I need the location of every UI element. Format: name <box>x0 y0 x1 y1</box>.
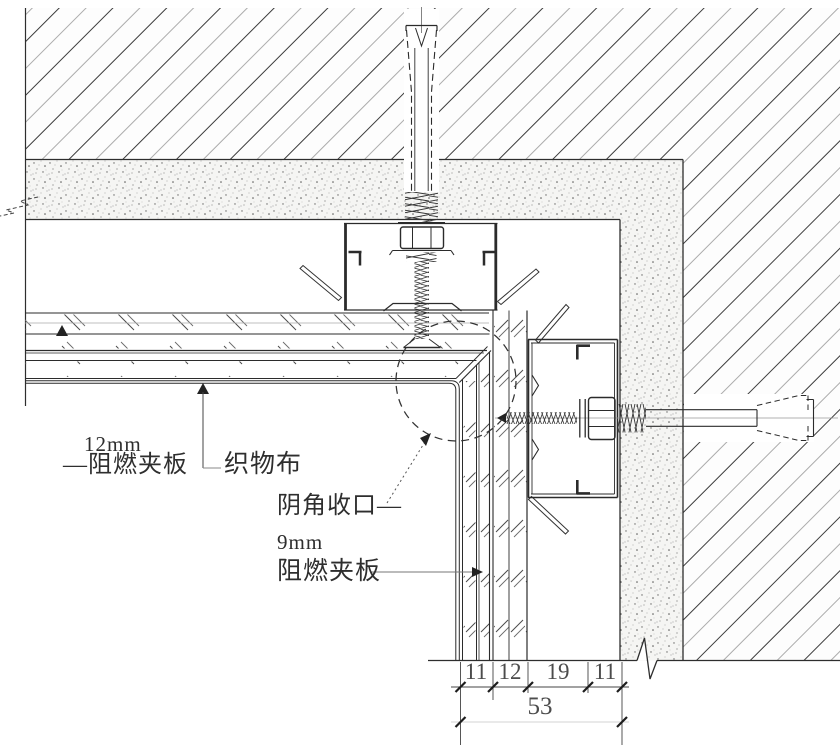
label-board12-size: 12mm <box>84 432 142 456</box>
dimension-chain <box>451 662 629 745</box>
leader-arrow-board9 <box>472 567 483 577</box>
channel-lip-lower <box>531 438 540 461</box>
label-board9-name: 阻燃夹板 <box>277 558 382 585</box>
dimension-ticks <box>454 681 628 728</box>
detail-circle <box>395 320 517 442</box>
dim-total: 53 <box>527 693 553 720</box>
label-board12-name: —阻燃夹板 <box>63 452 188 478</box>
wall-break-symbol <box>636 637 658 680</box>
dim-segment-4: 11 <box>593 659 617 684</box>
bolt-thread <box>617 404 646 433</box>
wall-clip-bottom <box>576 480 590 495</box>
hanger-rod-anchor <box>404 7 439 223</box>
label-fabric: 织物布 <box>224 451 303 478</box>
leaders <box>56 325 483 577</box>
slab-break-symbol <box>0 196 39 217</box>
label-board9-size: 9mm <box>277 530 324 554</box>
leader-arrow-board12 <box>56 325 68 336</box>
channel-clip-right <box>482 250 496 266</box>
wall-clip-top <box>576 344 590 360</box>
leader-arrow-corner <box>420 433 431 446</box>
corner-miter-joint <box>458 350 492 383</box>
label-corner-note: 阴角收口— <box>277 493 402 519</box>
leader-arrow-fabric <box>197 383 209 394</box>
fabric-wrap <box>25 380 460 661</box>
corner-panel-boards <box>462 310 528 661</box>
rod-thread <box>405 192 438 223</box>
dim-segment-2: 12 <box>498 659 522 684</box>
screw-thread <box>506 412 577 424</box>
ceiling-boards <box>25 312 492 383</box>
dim-segment-1: 11 <box>464 659 488 684</box>
plaster-layer <box>25 159 683 661</box>
dim-segment-3: 19 <box>546 659 570 684</box>
brace-ticks <box>299 264 570 535</box>
bolt-nut <box>587 396 616 441</box>
channel-clip-left <box>348 250 362 266</box>
expansion-bolt <box>495 394 838 442</box>
screw-tip-arrow <box>497 413 506 423</box>
channel-lip-upper <box>531 374 540 397</box>
